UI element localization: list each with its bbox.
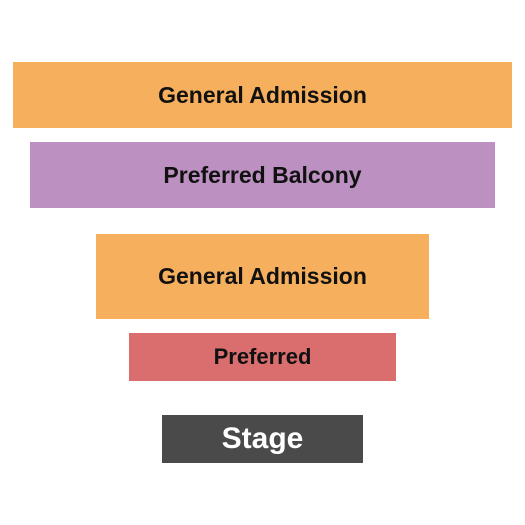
section-preferred-balcony[interactable]: Preferred Balcony: [30, 142, 495, 208]
section-preferred[interactable]: Preferred: [129, 333, 396, 381]
section-label: General Admission: [158, 81, 367, 108]
stage-label: Stage: [221, 422, 304, 455]
section-label: Preferred Balcony: [163, 161, 362, 188]
section-label: Preferred: [213, 344, 312, 369]
section-general-admission-upper[interactable]: General Admission: [13, 62, 512, 128]
stage: Stage: [162, 415, 363, 463]
section-label: General Admission: [158, 263, 367, 289]
section-general-admission-lower[interactable]: General Admission: [96, 234, 429, 319]
